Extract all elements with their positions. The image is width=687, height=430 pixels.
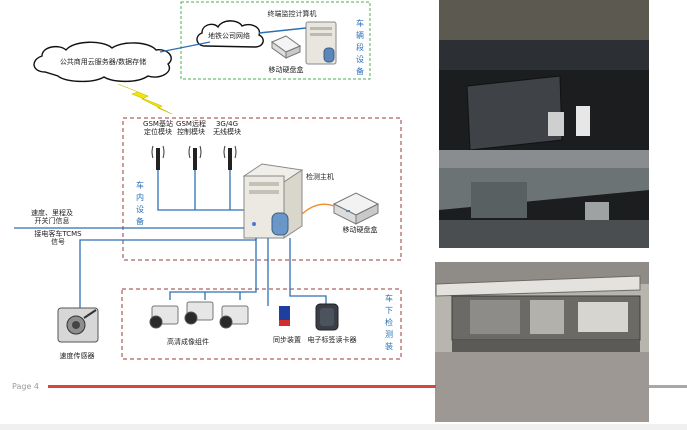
wireless-link-icon <box>117 83 173 115</box>
wireless-antenna-icon <box>223 145 237 170</box>
gsm-positioning-label-2: 定位模块 <box>144 127 172 136</box>
sync-device-label: 同步装置 <box>273 335 301 344</box>
gsm-remote-label-1: GSM远程 <box>176 119 206 128</box>
speed-sensor-icon <box>57 307 99 343</box>
trackside-char-3: 测 <box>385 330 393 339</box>
trackside-bus <box>169 238 327 306</box>
vehicle-side-box <box>180 1 371 80</box>
speed-sensor-label: 速度传感器 <box>60 351 95 360</box>
vehicle-side-char-1: 辆 <box>356 30 364 40</box>
vehicle-side-char-2: 段 <box>356 42 364 52</box>
public-cloud <box>33 41 172 83</box>
hd-camera-icon <box>149 301 249 329</box>
gsm-positioning-antenna-icon <box>151 145 165 170</box>
metro-network-cloud <box>196 20 264 48</box>
gsm-remote-label-2: 控制模块 <box>177 127 205 136</box>
rfid-reader-label: 电子标签读卡器 <box>308 335 357 344</box>
trackside-label: 车 下 检 测 装 <box>385 293 393 351</box>
removable-drive-top-label: 移动硬盘盒 <box>269 65 304 74</box>
vehicle-side-char-3: 设 <box>356 54 364 64</box>
antenna-bus <box>157 170 245 211</box>
terminal-computer-label: 终端监控计算机 <box>268 9 317 18</box>
gsm-positioning-label-1: GSM基站 <box>143 119 173 128</box>
metro-network-label: 地铁公司网络 <box>208 31 250 40</box>
speed-info-label-1: 速度、里程及 <box>31 208 73 217</box>
vehicle-side-label: 车 辆 段 设 备 <box>356 18 364 76</box>
trackside-installation-photo <box>435 262 649 422</box>
onboard-installation-photo <box>439 0 649 248</box>
removable-drive-mid-label: 移动硬盘盒 <box>343 225 378 234</box>
wireless-module-label-1: 3G/4G <box>216 120 238 128</box>
public-to-metro-link <box>159 41 211 53</box>
removable-drive-mid-icon <box>332 192 380 225</box>
tcms-signal-label-1: 接电客车TCMS <box>34 229 82 238</box>
speed-info-label-2: 开关门信息 <box>35 216 70 225</box>
footer-bar <box>48 385 436 388</box>
onboard-equipment-label: 车 内 设 备 <box>136 180 144 226</box>
public-cloud-label: 公共商用云服务器/数据存储 <box>60 57 146 66</box>
hd-camera-label: 高清成像组件 <box>167 337 209 346</box>
vehicle-side-char-4: 备 <box>356 66 364 76</box>
onboard-char-1: 内 <box>136 192 144 202</box>
onboard-char-0: 车 <box>136 180 144 190</box>
onboard-char-2: 设 <box>136 204 144 214</box>
wireless-module-label-2: 无线模块 <box>213 127 241 136</box>
trackside-char-4: 装 <box>385 341 393 351</box>
cloud-to-computer-link <box>258 27 307 34</box>
page-number: Page 4 <box>12 382 39 391</box>
detection-host-icon <box>242 163 304 239</box>
usb-link <box>301 203 335 215</box>
onboard-char-3: 备 <box>136 216 144 226</box>
trackside-char-1: 下 <box>385 306 393 315</box>
footer-bar-tail <box>649 385 687 388</box>
trackside-char-0: 车 <box>385 293 393 303</box>
vehicle-side-char-0: 车 <box>356 18 364 28</box>
terminal-computer-icon <box>305 21 337 65</box>
detection-host-label: 检测主机 <box>306 172 334 181</box>
removable-drive-top-icon <box>270 35 302 59</box>
trackside-char-2: 检 <box>385 317 393 327</box>
rfid-reader-icon <box>315 303 339 331</box>
gsm-remote-antenna-icon <box>188 145 202 170</box>
bottom-strip <box>0 424 687 430</box>
sync-device-icon <box>279 306 290 326</box>
tcms-signal-label-2: 信号 <box>51 237 65 246</box>
